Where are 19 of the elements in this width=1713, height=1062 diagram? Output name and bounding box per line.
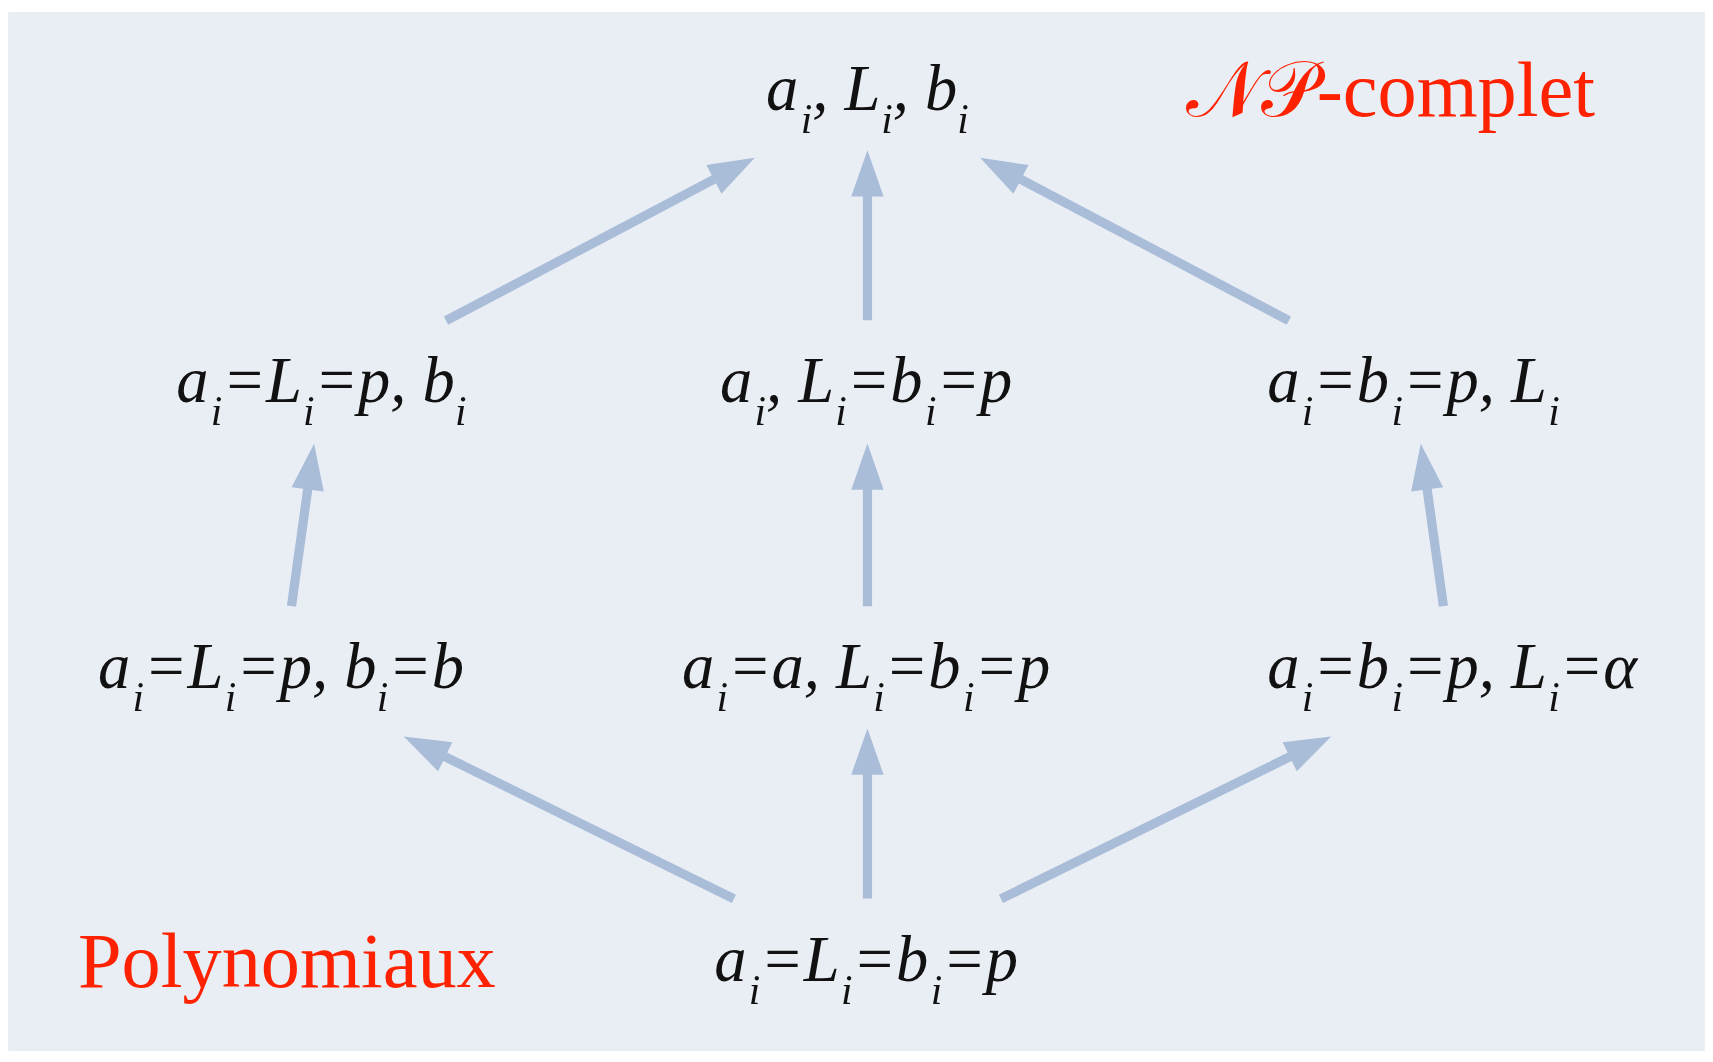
arrow (1411, 443, 1448, 607)
label: Polynomiaux (78, 916, 496, 1004)
node-text: a$_{i}$=L$_{i}$=b$_{i}$=p (714, 923, 1019, 1012)
arrow (851, 442, 884, 606)
label: 𝒩𝒫-complet (1185, 45, 1596, 133)
node-text: a$_{i}$=b$_{i}$=p, L$_{i}$ (1267, 344, 1560, 434)
node-text: a$_{i}$=a, L$_{i}$=b$_{i}$=p (681, 630, 1051, 720)
arrow (980, 157, 1291, 325)
node-text: a$_{i}$=L$_{i}$=p, b$_{i}$=b (97, 630, 465, 720)
node-text: a$_{i}$=L$_{i}$=p, b$_{i}$ (176, 344, 467, 434)
arrow (851, 727, 884, 899)
arrow (403, 735, 736, 903)
node-text: a$_{i}$, L$_{i}$, b$_{i}$ (766, 52, 969, 142)
arrow (286, 443, 324, 607)
arrow (851, 149, 884, 320)
node-text: a$_{i}$=b$_{i}$=p, L$_{i}$=α (1267, 630, 1638, 720)
arrow (998, 735, 1332, 903)
arrow (443, 157, 755, 325)
node-text: a$_{i}$, L$_{i}$=b$_{i}$=p (720, 344, 1013, 434)
